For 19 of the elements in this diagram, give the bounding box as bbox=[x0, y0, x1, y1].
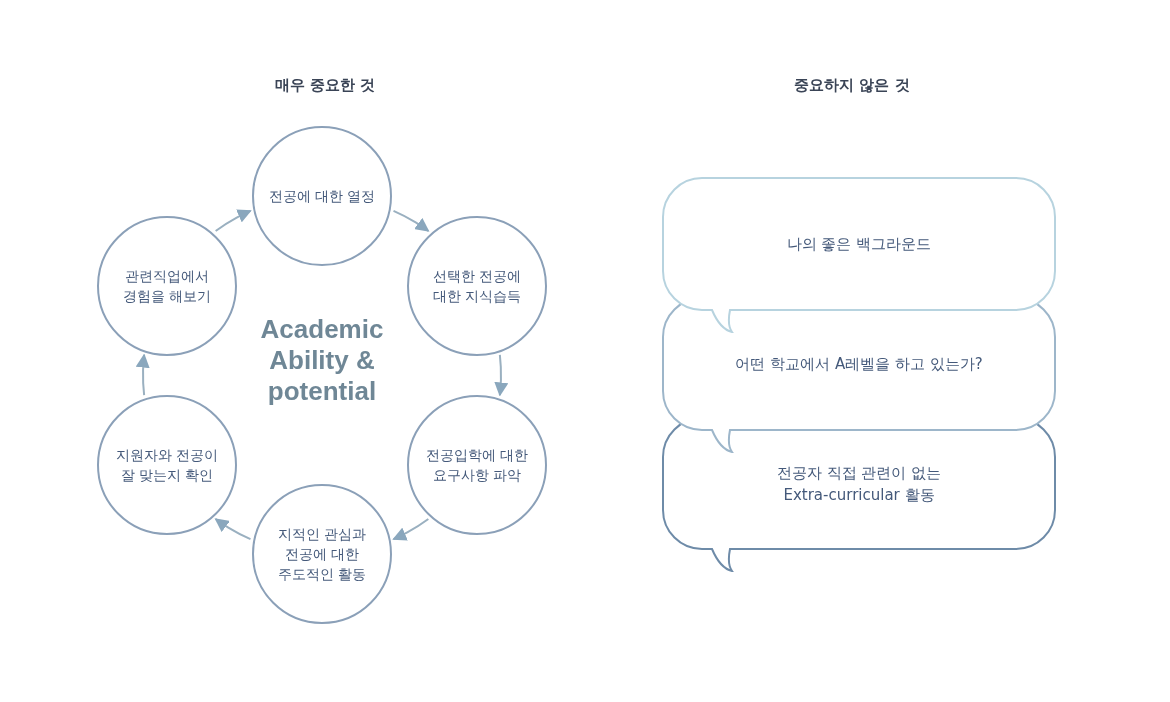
step-text: 관련직업에서 경험을 해보기 bbox=[121, 266, 213, 306]
step-text: 선택한 전공에 대한 지식습득 bbox=[431, 266, 523, 306]
heading: 매우 중요한 것 bbox=[273, 75, 377, 96]
step-text: 전공에 대한 열정 bbox=[268, 187, 376, 206]
arrow bbox=[135, 353, 150, 397]
bubble-text: 전공자 직접 관련이 없는 Extra-curricular 활동 bbox=[775, 462, 943, 506]
speech-bubble bbox=[662, 177, 1056, 333]
arrow bbox=[214, 518, 252, 541]
arrow bbox=[494, 353, 509, 397]
arrow bbox=[392, 518, 430, 541]
heading: 중요하지 않은 것 bbox=[793, 75, 911, 96]
bubble-text: 나의 좋은 백그라운드 bbox=[786, 234, 932, 255]
bubble-text: 어떤 학교에서 A레벨을 하고 있는가? bbox=[735, 354, 983, 375]
step-text: 전공입학에 대한 요구사항 파악 bbox=[424, 445, 530, 485]
step-text: 지원자와 전공이 잘 맞는지 확인 bbox=[114, 445, 220, 485]
arrow bbox=[214, 209, 252, 232]
arrow bbox=[392, 209, 430, 232]
step-text: 지적인 관심과 전공에 대한 주도적인 활동 bbox=[276, 525, 368, 584]
center-title: Academic Ability & potential bbox=[259, 314, 385, 407]
